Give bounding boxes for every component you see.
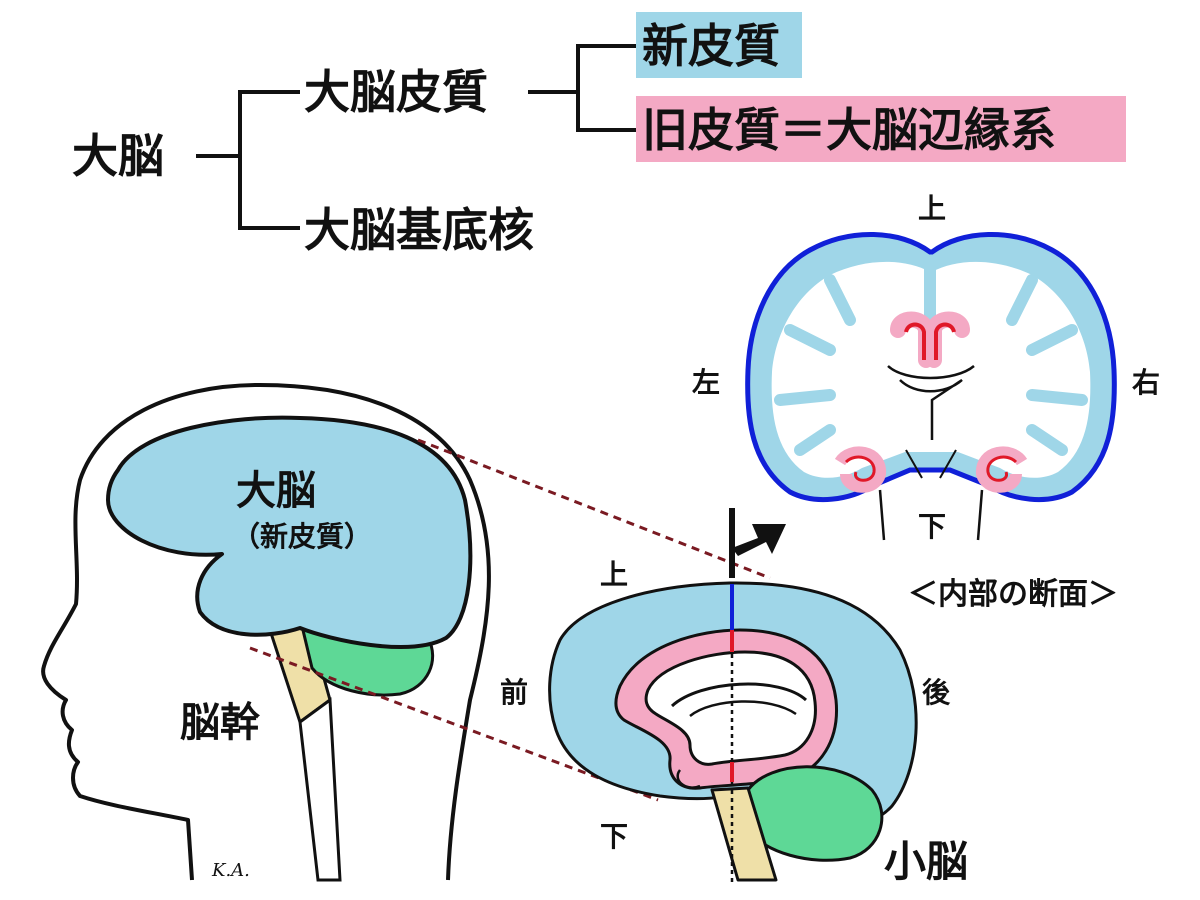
- coronal-cingulate-red: [904, 322, 956, 360]
- projection-line-top: [417, 438, 771, 580]
- coronal-left-label: 左: [692, 366, 720, 399]
- sagittal-hippocampus-hook: [676, 769, 701, 789]
- sagittal-back-label: 後: [922, 676, 951, 709]
- coronal-hippocampus-right: [976, 446, 1028, 493]
- classification-tree: 大脳 大脳皮質 大脳基底核 新皮質 旧皮質＝大脳辺縁系: [72, 12, 1126, 257]
- projection-lines: [249, 438, 771, 802]
- coronal-outer-outline: [745, 232, 1117, 503]
- coronal-gyri-folds: [774, 256, 1088, 456]
- coronal-brainstem-lines: [878, 489, 984, 541]
- tree-basal-ganglia-label: 大脳基底核: [304, 203, 534, 257]
- tree-root-label: 大脳: [72, 129, 164, 183]
- coronal-hippocampus-right-red: [986, 455, 1018, 482]
- sagittal-inner-area: [644, 650, 817, 766]
- coronal-corpus-callosum: [887, 365, 975, 440]
- coronal-hippocampus-left: [834, 446, 886, 493]
- head-cerebrum-label: 大脳: [236, 468, 316, 514]
- tree-cerebral-cortex-label: 大脳皮質: [304, 65, 488, 119]
- head-brainstem-label: 脳幹: [180, 700, 260, 746]
- coronal-third-ventricle: [905, 449, 957, 479]
- sagittal-fornix: [689, 700, 797, 717]
- section-view-arrow: [732, 524, 786, 556]
- spinal-cord: [298, 697, 342, 882]
- old-cortex-highlight: [636, 96, 1126, 162]
- tree-bracket-cortex: [576, 44, 637, 132]
- artist-signature: K.A.: [211, 860, 250, 881]
- coronal-cingulate-pink: [890, 311, 970, 368]
- head-cerebrum-note: （新皮質）: [232, 520, 372, 553]
- coronal-hippocampus-left-red: [844, 455, 876, 482]
- sagittal-section-view: 上 下 前 後 小脳: [500, 508, 968, 886]
- coronal-caption: ＜内部の断面＞: [908, 577, 1118, 612]
- coronal-down-label: 下: [918, 510, 946, 543]
- tree-bracket-main: [238, 90, 300, 230]
- tree-old-cortex-label: 旧皮質＝大脳辺縁系: [642, 103, 1056, 157]
- coronal-right-label: 右: [1132, 366, 1160, 399]
- projection-line-bottom: [249, 646, 659, 802]
- sagittal-front-label: 前: [500, 676, 528, 709]
- neocortex-highlight: [636, 12, 802, 78]
- sagittal-corpus-callosum: [670, 682, 808, 708]
- head-profile-view: 大脳 （新皮質） 脳幹 K.A.: [41, 383, 491, 882]
- sagittal-brainstem-shape: [710, 786, 778, 882]
- coronal-section-view: 上 下 左 右 ＜内部の断面＞: [692, 192, 1160, 612]
- sagittal-down-label: 下: [600, 820, 628, 853]
- sagittal-up-label: 上: [600, 558, 628, 591]
- coronal-up-label: 上: [918, 192, 946, 225]
- head-cerebrum-shape: [106, 415, 473, 649]
- tree-neocortex-label: 新皮質: [642, 19, 780, 73]
- cerebellum-label: 小脳: [884, 837, 968, 886]
